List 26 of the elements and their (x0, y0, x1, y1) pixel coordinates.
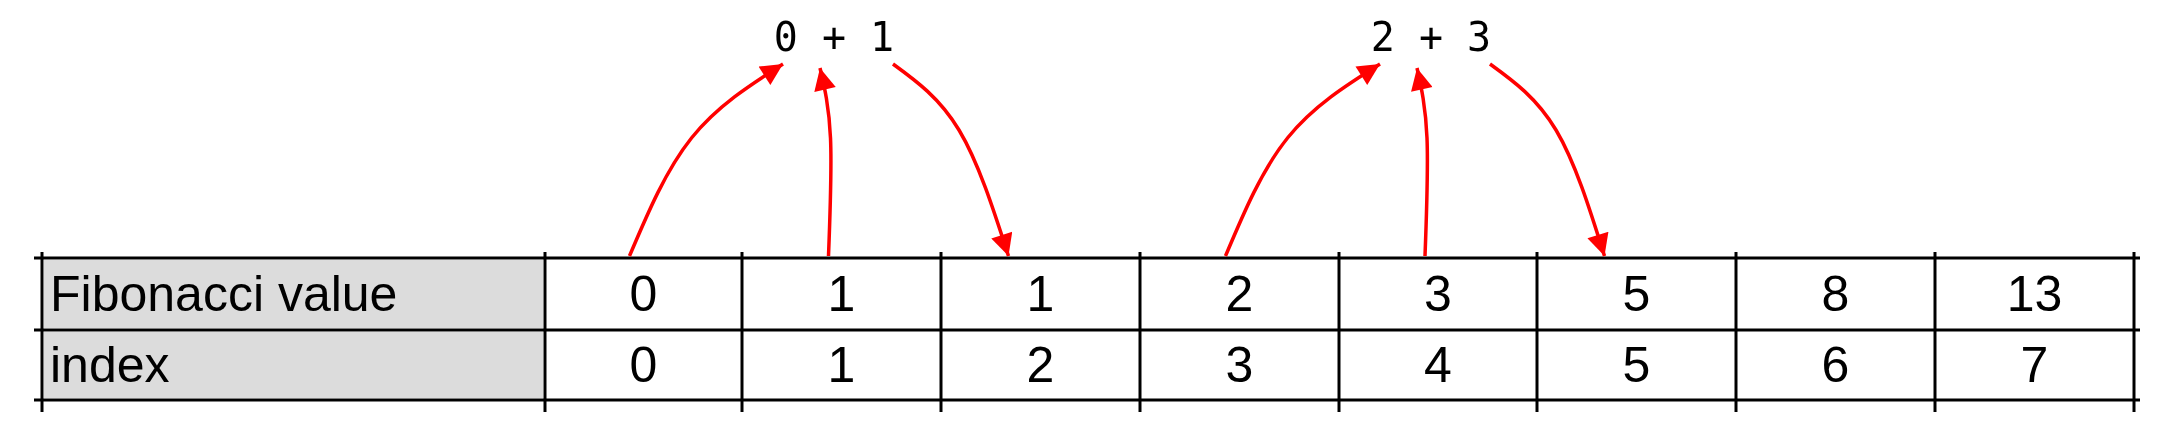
row-header: index (44, 332, 543, 398)
arrow (1488, 62, 1609, 257)
table-cell: 1 (744, 260, 939, 328)
arrow (1411, 67, 1433, 257)
row-header: Fibonacci value (44, 260, 543, 328)
sum-label: 2 + 3 (1367, 12, 1495, 62)
table-cell: 6 (1738, 332, 1933, 398)
table-cell: 3 (1341, 260, 1535, 328)
table-cell: 1 (744, 332, 939, 398)
arrow (814, 67, 836, 257)
arrow (1223, 62, 1381, 257)
table-cell: 2 (943, 332, 1138, 398)
table-cell: 5 (1539, 332, 1734, 398)
table-cell: 2 (1142, 260, 1337, 328)
arrow (627, 62, 784, 257)
table-cell: 8 (1738, 260, 1933, 328)
table-cell: 0 (547, 260, 740, 328)
sum-label: 0 + 1 (770, 12, 898, 62)
table-cell: 3 (1142, 332, 1337, 398)
table-cell: 0 (547, 332, 740, 398)
table-cell: 5 (1539, 260, 1734, 328)
table-cell: 7 (1937, 332, 2132, 398)
arrow (891, 62, 1013, 257)
table-cell: 13 (1937, 260, 2132, 328)
table-cell: 4 (1341, 332, 1535, 398)
table-cell: 1 (943, 260, 1138, 328)
